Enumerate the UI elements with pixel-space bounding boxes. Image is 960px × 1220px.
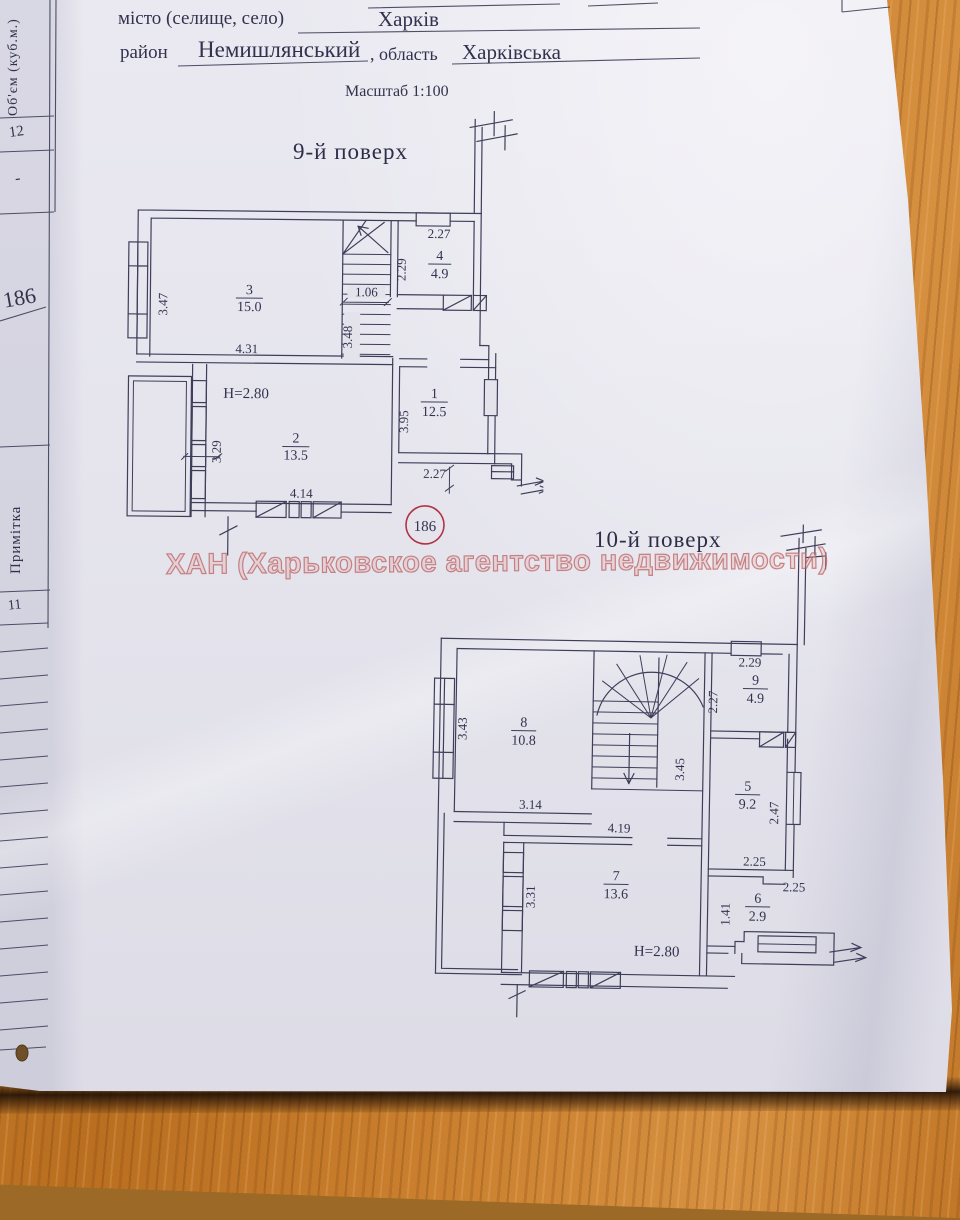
margin-column-border [47,0,57,629]
dim-4-31: 4.31 [235,341,258,356]
plan9-top-vent [415,212,451,227]
region-value: Харківська [462,40,561,64]
column-number: 12 [7,123,26,141]
dim-1-41: 1.41 [717,903,732,926]
region-label: , область [370,44,438,64]
plan10-top-vent [730,640,762,657]
dim-2-27: 2.27 [705,690,720,714]
room4-area: 4.9 [431,267,449,282]
plan9-entry-parapet [487,452,550,495]
dim-4-14: 4.14 [290,486,313,501]
ceiling-height-10: H=2.80 [634,944,680,961]
dim-2-29: 2.29 [738,654,761,669]
room7-area: 13.6 [603,887,628,902]
district-region-underlines [177,57,701,67]
plan10-break-mark [508,984,526,1018]
plan10-window-row [528,970,622,990]
dim-2-25: 2.25 [743,854,766,869]
volume-header: Об'єм (куб.м.) [6,18,21,116]
dim-2-27-bottom: 2.27 [423,466,446,481]
margin-cell-lines [0,115,55,626]
room6-number: 6 [754,892,761,907]
plan9-title: 9-й поверх [293,139,408,164]
room3-area: 15.0 [237,300,262,315]
dim-2-29: 2.29 [394,258,409,281]
room4-number: 4 [436,249,443,264]
district-label: район [120,42,168,63]
stamp-number: 186 [414,519,437,535]
dim-3-43: 3.43 [455,717,470,740]
plan10-vent-block [758,731,785,748]
plan10-left-balcony [434,812,523,976]
ceiling-height-9: H=2.80 [223,386,269,402]
row-number: 11 [7,597,23,614]
district-value: Немишлянський [198,37,361,62]
dim-2-25-niche: 2.25 [783,879,806,894]
room1-area: 12.5 [422,405,447,420]
dim-2-47: 2.47 [766,801,781,825]
plan9-chimney [469,111,518,215]
note-header: Примітка [8,505,24,574]
dim-3-31: 3.31 [523,885,538,908]
room1-number: 1 [431,387,438,402]
plan10-drawing: 3.43 8 10.8 3.14 2.29 9 4.9 2.27 3.45 2.… [421,518,890,1026]
document-sheet [0,0,952,1092]
room9-area: 4.9 [746,692,764,707]
city-label: місто (селище, село) [118,8,285,29]
city-underline [297,27,701,34]
plan10-chimney [780,523,827,646]
room9-number: 9 [752,674,759,689]
room2-number: 2 [292,432,299,447]
plan9-vent-block [442,294,472,312]
dim-3-47: 3.47 [155,292,170,315]
room6-area: 2.9 [749,910,767,925]
apartment-number-stamp: 186 [405,505,445,545]
scale-label: Масштаб 1:100 [345,83,449,100]
plan9-drawing: 3.47 3 15.0 4.31 2.27 2.29 4 4.9 1.06 3.… [123,104,550,560]
plan9-vent-block [472,294,487,312]
handwritten-underline [0,306,47,322]
room7-number: 7 [613,869,620,884]
room2-area: 13.5 [283,448,308,463]
plan9-window-row [255,500,343,519]
dim-3-45: 3.45 [672,758,687,781]
room5-number: 5 [744,780,751,795]
room8-number: 8 [520,716,527,731]
dim-3-95: 3.95 [396,410,411,433]
plan10-title: 10-й поверх [594,527,722,552]
plan9-right-window [483,378,499,417]
city-value: Харків [378,7,439,31]
room5-area: 9.2 [739,797,757,812]
plan10-bottom-balcony [734,930,868,966]
agency-watermark: ХАН (Харьковское агентство недвижимости) [165,542,829,581]
ruled-row-lines [0,647,49,1051]
plan9-break-mark [219,516,238,556]
plan9-balcony [126,375,193,518]
dim-3-48: 3.48 [340,326,355,349]
plan10-labels: 3.43 8 10.8 3.14 2.29 9 4.9 2.27 3.45 2.… [455,654,806,961]
plan10-walls [432,523,868,1018]
dim-4-19: 4.19 [608,820,631,835]
dim-2-27-top: 2.27 [428,226,451,241]
room8-area: 10.8 [511,733,536,748]
hole-punch [15,1044,29,1062]
plan10-stairs [591,650,713,977]
form-lines [0,0,891,1062]
dim-3-29: 3.29 [209,440,224,463]
plan9-walls [126,111,550,556]
top-table-fragment-lines [367,0,891,13]
dim-3-14: 3.14 [519,797,543,812]
dim-1-06: 1.06 [355,284,378,299]
plan9-labels: 3.47 3 15.0 4.31 2.27 2.29 4 4.9 1.06 3.… [155,226,451,501]
room3-number: 3 [246,283,253,298]
